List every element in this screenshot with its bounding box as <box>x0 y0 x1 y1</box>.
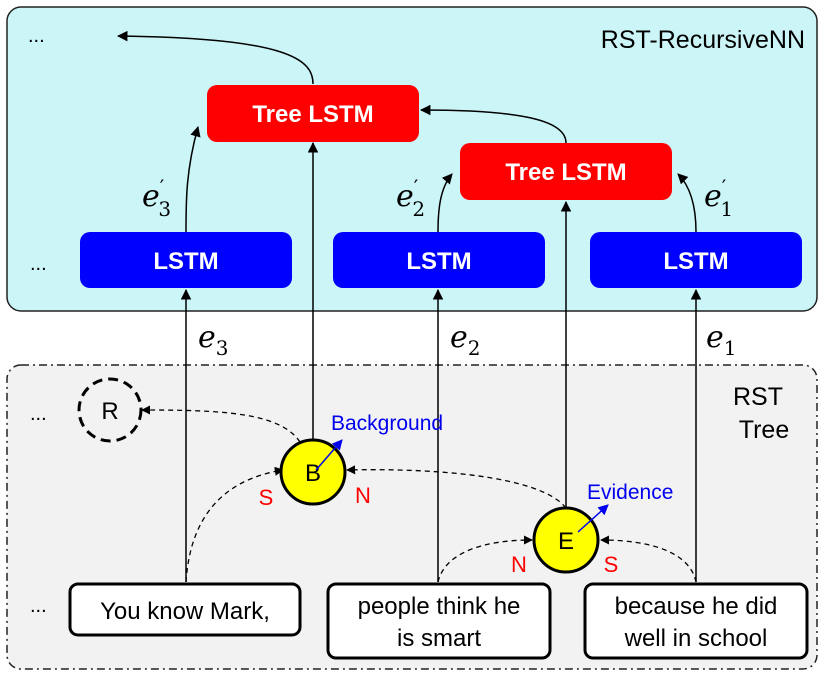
edge-prime-label-2: e′2 <box>396 175 425 221</box>
segment-box-3 <box>583 582 809 660</box>
node-b-label: B <box>305 460 321 487</box>
segment-3-line-1: because he did <box>615 593 778 620</box>
dashed-edge-seg2-to-e <box>437 535 533 583</box>
tree-lstm-right <box>460 143 672 200</box>
segment-3-line-2: well in school <box>624 625 768 652</box>
node-b-relation-arrow <box>315 439 343 471</box>
bottom-panel-title-line2: Tree <box>739 416 789 444</box>
root-node <box>77 377 143 443</box>
segment-2-line-1: people think he <box>358 593 521 620</box>
ellipsis-root: ... <box>30 403 47 425</box>
segment-2-line-2: is smart <box>397 625 481 652</box>
segment-box-1 <box>68 582 302 637</box>
node-e <box>532 506 600 574</box>
lstm-label-1: LSTM <box>153 248 218 275</box>
node-b-left-nuclearity: S <box>259 485 274 510</box>
node-b-right-nuclearity: N <box>355 483 371 508</box>
arrow-treelstm-right-to-left <box>419 104 567 144</box>
arrow-lstm1-to-treelstm-left <box>185 125 201 233</box>
tree-lstm-left <box>207 85 419 142</box>
dashed-edge-b-to-root <box>141 405 301 443</box>
node-e-relation: Evidence <box>587 481 673 504</box>
ellipsis-lstm-row: ... <box>30 253 47 275</box>
embedding-label-1: e1 <box>706 320 737 360</box>
segment-1-line-1: You know Mark, <box>100 598 270 625</box>
lstm-box-1 <box>80 232 292 288</box>
root-node-label: R <box>101 398 118 425</box>
node-e-left-nuclearity: N <box>511 552 527 577</box>
edge-prime-label-3: e′3 <box>142 175 171 221</box>
ellipsis-segments: ... <box>30 595 47 617</box>
dashed-edge-seg3-to-e <box>600 535 697 583</box>
lstm-label-2: LSTM <box>406 248 471 275</box>
ellipsis-top: ... <box>28 25 45 47</box>
arrow-treelstm-left-to-top <box>116 30 314 85</box>
lstm-box-3 <box>590 232 802 288</box>
segment-box-2 <box>326 582 552 660</box>
arrow-lstm3-to-treelstm-right <box>677 173 697 233</box>
lstm-label-3: LSTM <box>663 248 728 275</box>
lstm-box-2 <box>333 232 545 288</box>
node-e-relation-arrow <box>577 504 609 533</box>
node-b-relation: Background <box>331 412 443 435</box>
node-e-right-nuclearity: S <box>604 552 619 577</box>
top-panel-title: RST-RecursiveNN <box>601 26 805 54</box>
arrow-lstm2-to-treelstm-right <box>437 173 453 233</box>
node-e-label: E <box>558 528 574 555</box>
dashed-edge-seg1-to-b <box>185 466 284 583</box>
edge-prime-label-1: e′1 <box>704 175 733 221</box>
tree-lstm-right-label: Tree LSTM <box>505 159 626 186</box>
embedding-label-3: e3 <box>198 320 229 360</box>
embedding-label-2: e2 <box>450 320 481 360</box>
tree-lstm-left-label: Tree LSTM <box>252 101 373 128</box>
bottom-panel-title-line1: RST <box>733 383 783 411</box>
